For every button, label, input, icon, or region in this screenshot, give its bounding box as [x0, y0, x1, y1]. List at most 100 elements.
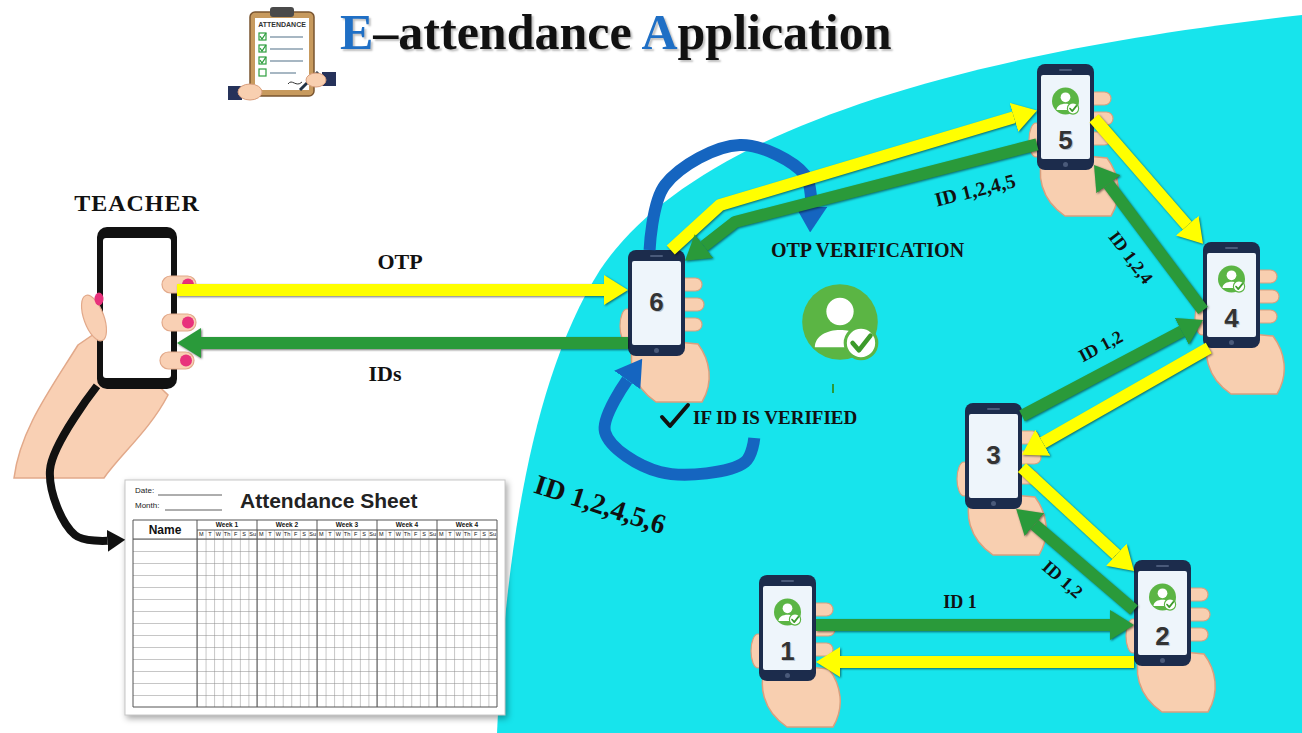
table-cell: T	[448, 532, 451, 538]
student-phone: 6	[628, 250, 685, 356]
label-holder: S	[362, 532, 366, 538]
edge-label: ID 1,2,4,5	[932, 169, 1017, 210]
student-phone-drawing	[1126, 560, 1215, 712]
phone-number: 2	[1155, 621, 1169, 652]
phone-number: 5	[1058, 125, 1072, 156]
tick-mark	[832, 384, 834, 393]
arrow-connector	[201, 337, 628, 349]
teacher-phone: TEACHER	[97, 227, 177, 389]
table-cell: Th	[344, 532, 350, 538]
table-label: Week 4	[396, 522, 418, 529]
label-holder: ATTENDANCE	[258, 21, 306, 28]
label-holder: Th	[464, 532, 470, 538]
arrow-connector	[177, 284, 604, 296]
table-cell: F	[354, 532, 357, 538]
label-holder: F	[474, 532, 477, 538]
label-holder: F	[354, 532, 357, 538]
edge-label-holder: ID 1,2	[1038, 557, 1086, 603]
label-holder: Week 3	[336, 522, 358, 529]
label-holder: T	[328, 532, 331, 538]
label-holder: T	[388, 532, 391, 538]
label-holder: Th	[344, 532, 350, 538]
table-cell: Th	[224, 532, 230, 538]
table-label: Name	[149, 524, 182, 536]
table-label: Date:	[135, 487, 154, 495]
condition-text: IF ID IS VERIFIED	[693, 407, 857, 430]
student-phone: 3	[965, 403, 1022, 509]
table-cell: Th	[404, 532, 410, 538]
edge-label-holder: ID 1	[943, 593, 977, 613]
table-cell: W	[216, 532, 221, 538]
table-label: Month:	[135, 502, 159, 510]
table-cell: W	[336, 532, 341, 538]
attendance-sheet-drawing	[125, 480, 505, 715]
table-cell: T	[388, 532, 391, 538]
label-holder: W	[336, 532, 341, 538]
student-phone-drawing	[751, 575, 840, 727]
edge-label-holder: ID 1,2,4,5,6	[531, 469, 670, 540]
table-cell: F	[414, 532, 417, 538]
verification-heading: OTP VERIFICATION	[771, 238, 964, 262]
page-title: E–attendance Application	[340, 4, 891, 62]
table-cell: Su	[249, 532, 256, 538]
label-holder: T	[208, 532, 211, 538]
label-holder: W	[456, 532, 461, 538]
label-holder: Week 4	[396, 522, 418, 529]
label-holder: T	[448, 532, 451, 538]
teacher-hand-phone	[14, 227, 196, 478]
edge-label-holder: OTP	[377, 250, 422, 274]
table-cell: F	[474, 532, 477, 538]
title-holder: E–attendance Application	[340, 4, 891, 62]
cyan-wave	[497, 15, 1302, 733]
sheet-heading: Attendance Sheet	[240, 488, 417, 513]
arrow-connector	[840, 656, 1134, 668]
label-holder: Th	[224, 532, 230, 538]
edge-label-holder: ID 1,2,4,5	[932, 169, 1017, 210]
arrow-connector	[704, 144, 1037, 246]
label-holder: S	[302, 532, 306, 538]
edge-label-holder: ID 1,2	[1076, 327, 1127, 367]
label-holder: W	[216, 532, 221, 538]
table-cell: Th	[284, 532, 290, 538]
table-label: Week 1	[216, 522, 238, 529]
edge-label: ID 1,2,4,5,6	[531, 469, 670, 540]
verified-icon	[1052, 88, 1079, 115]
table-label: Week 2	[276, 522, 298, 529]
table-cell: M	[319, 532, 324, 538]
arrow-connector	[50, 386, 107, 541]
clipboard-icon	[228, 7, 336, 100]
label-holder: Su	[369, 532, 376, 538]
label-holder: Su	[309, 532, 316, 538]
label-holder: Month:	[135, 502, 159, 510]
label-holder: Name	[149, 524, 182, 536]
label-holder: Su	[429, 532, 436, 538]
label-holder: Th	[284, 532, 290, 538]
arrow-connector	[1034, 525, 1134, 610]
table-cell: T	[208, 532, 211, 538]
student-phone-drawing	[1029, 64, 1118, 216]
student-phone: 1	[759, 575, 816, 681]
label-holder: Date:	[135, 487, 154, 495]
table-cell: F	[234, 532, 237, 538]
table-cell: M	[199, 532, 204, 538]
table-cell: Th	[464, 532, 470, 538]
verified-icon	[1149, 584, 1176, 611]
icon-caption: ATTENDANCE	[258, 21, 306, 28]
label-holder: M	[439, 532, 444, 538]
edge-label: ID 1,2,4	[1104, 228, 1156, 288]
edge-label: OTP	[377, 250, 422, 274]
label-holder: M	[319, 532, 324, 538]
table-cell: S	[362, 532, 366, 538]
check-mark	[662, 405, 688, 426]
otp-verification: OTP VERIFICATION	[745, 232, 990, 367]
table-cell: S	[242, 532, 246, 538]
label-holder: Su	[249, 532, 256, 538]
label-holder: M	[379, 532, 384, 538]
table-cell: Su	[369, 532, 376, 538]
label-holder: Th	[404, 532, 410, 538]
table-cell: M	[259, 532, 264, 538]
title-part: E	[340, 4, 373, 60]
